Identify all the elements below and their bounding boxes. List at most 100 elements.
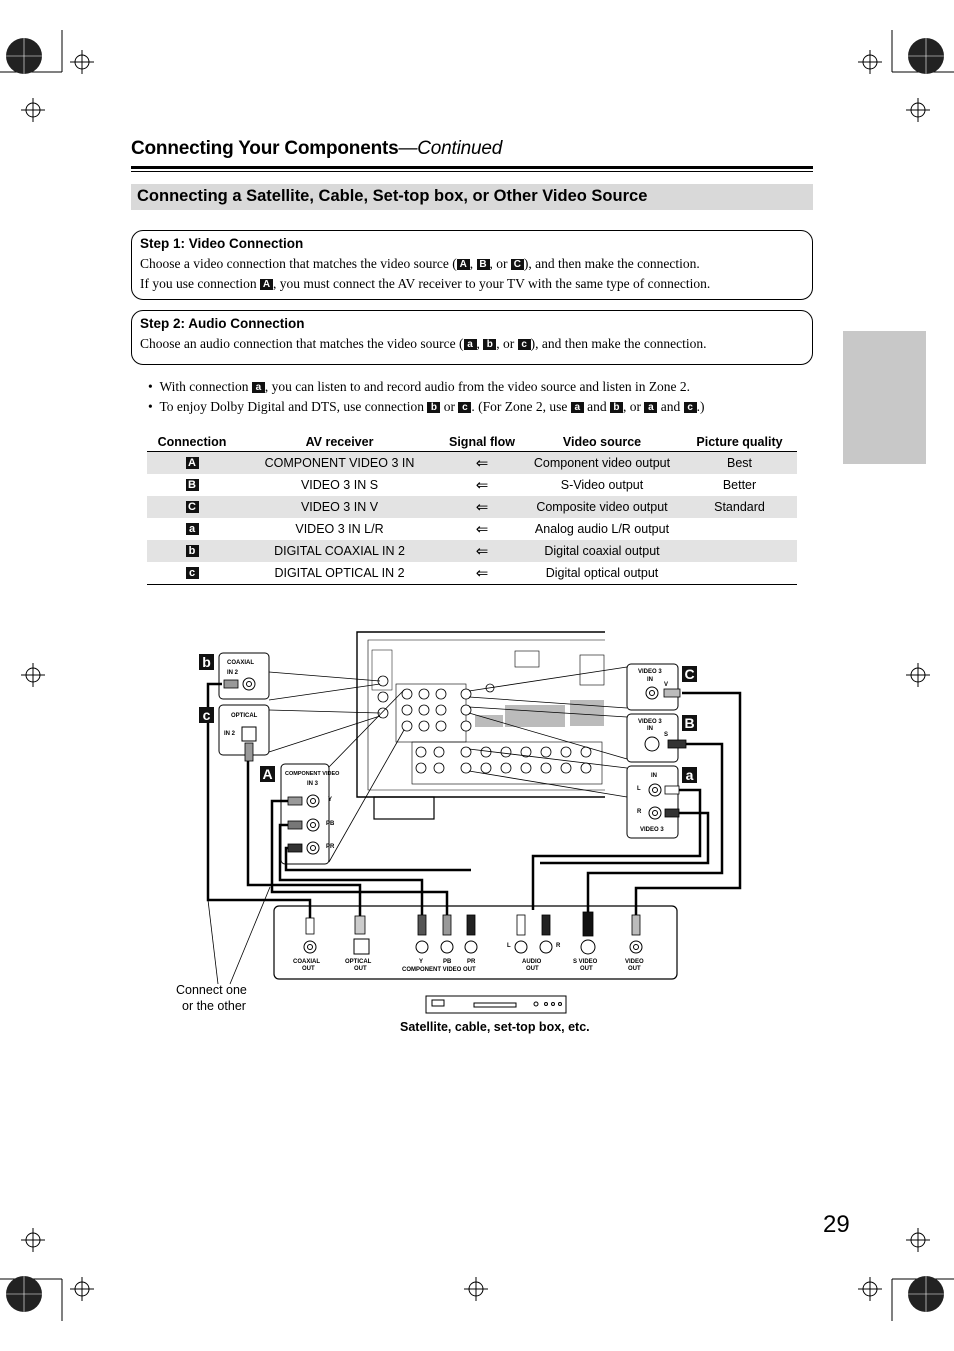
label-in2-optical: IN 2 — [224, 731, 236, 737]
source-jacks — [303, 938, 643, 955]
table-cell — [682, 540, 797, 562]
label-coaxial: COAXIAL — [227, 660, 254, 666]
cables — [206, 682, 742, 930]
label-out-optical: OPTICAL — [345, 959, 372, 965]
page-header-continued: —Continued — [398, 138, 503, 159]
label-out-optical-out: OUT — [354, 966, 367, 972]
label-out-pb: PB — [443, 959, 452, 965]
text-run: If you use connection — [140, 276, 260, 291]
label-out-svideo: S VIDEO — [573, 959, 598, 965]
label-pb: PB — [326, 821, 335, 827]
text-run: , — [469, 256, 477, 271]
label-out-coaxial: COAXIAL — [293, 959, 320, 965]
text-run: ), and then make the connection. — [530, 336, 707, 351]
label-video3-v: VIDEO 3 — [638, 669, 662, 675]
table-cell: Digital coaxial output — [522, 540, 682, 562]
label-r: R — [637, 809, 642, 815]
table-row: A COMPONENT VIDEO 3 IN⇐ Component video … — [147, 451, 797, 474]
table-cell: a — [147, 518, 237, 540]
table-cell: DIGITAL OPTICAL IN 2 — [237, 562, 442, 585]
label-y: Y — [328, 797, 333, 803]
connection-key: c — [185, 567, 199, 579]
diagram-key-b: b — [199, 654, 214, 670]
table-cell: ⇐ — [442, 496, 522, 518]
key-a: a — [644, 402, 658, 413]
text-run: , or — [496, 336, 518, 351]
step1-line2: If you use connection A, you must connec… — [140, 276, 710, 292]
page-header-title: Connecting Your Components—Continued — [131, 138, 502, 160]
label-out-l: L — [507, 943, 511, 949]
label-out-pr: PR — [467, 959, 476, 965]
leader-lines — [268, 666, 628, 863]
label-out-audio-out: OUT — [526, 966, 539, 972]
label-out-y: Y — [419, 959, 424, 965]
text-run: To enjoy Dolby Digital and DTS, use conn… — [159, 399, 428, 414]
label-v: V — [664, 682, 669, 688]
header-rule — [131, 166, 813, 169]
text-run: . (For Zone 2, use — [471, 399, 571, 414]
label-in3: IN 3 — [307, 781, 319, 787]
bullet-zone2: • With connection a, you can listen to a… — [148, 379, 691, 394]
label-out-svideo-out: OUT — [580, 966, 593, 972]
connection-key: b — [185, 545, 199, 557]
th-picture-quality: Picture quality — [682, 432, 797, 452]
step2-box — [131, 310, 813, 365]
label-component-video: COMPONENT VIDEO — [285, 771, 340, 777]
label-pr: PR — [326, 844, 335, 850]
table-cell: Better — [722, 478, 757, 492]
table-cell: ⇐ — [442, 451, 522, 474]
label-video3-s: VIDEO 3 — [638, 719, 662, 725]
diagram-key-C: C — [682, 666, 697, 682]
label-out-r: R — [556, 943, 561, 949]
text-run: Connecting Your Components — [131, 138, 399, 159]
label-out-video-out: OUT — [628, 966, 641, 972]
step2-line1: Choose an audio connection that matches … — [140, 336, 706, 352]
table-cell: Analog audio L/R output — [534, 522, 670, 536]
label-in-audio: IN — [651, 773, 657, 779]
connection-key: C — [185, 501, 199, 513]
text-run: , you can listen to and record audio fro… — [264, 379, 691, 394]
key-A: A — [259, 279, 273, 290]
th-signal-flow: Signal flow — [442, 432, 522, 452]
callout-jacks — [241, 677, 662, 855]
text-run: or — [440, 399, 459, 414]
table-cell — [682, 562, 797, 585]
text-run: and — [583, 399, 610, 414]
table-cell: Composite video output — [522, 496, 682, 518]
chapter-tab — [843, 331, 926, 464]
bullet-dolby: • To enjoy Dolby Digital and DTS, use co… — [148, 399, 705, 414]
key-c: c — [517, 339, 531, 350]
page-number: 29 — [823, 1211, 850, 1238]
diagram-key-B: B — [682, 715, 697, 731]
table-cell: Standard — [682, 496, 797, 518]
connect-one-note-2: or the other — [182, 999, 246, 1013]
label-optical: OPTICAL — [231, 713, 258, 719]
table-cell: B — [147, 474, 237, 496]
table-cell: VIDEO 3 IN S — [300, 478, 379, 492]
label-out-video: VIDEO — [625, 959, 644, 965]
callout-boxes — [218, 652, 679, 865]
text-run: , — [476, 336, 484, 351]
key-A: A — [456, 259, 470, 270]
text-run: Choose a video connection that matches t… — [140, 256, 457, 271]
th-av-receiver: AV receiver — [237, 432, 442, 452]
connection-key: B — [185, 479, 199, 491]
label-out-component: COMPONENT VIDEO OUT — [402, 967, 476, 973]
key-B: B — [476, 259, 490, 270]
connection-key: A — [185, 457, 199, 469]
table-cell: ⇐ — [475, 521, 489, 538]
table-cell: C — [147, 496, 237, 518]
section-title-bar — [131, 184, 813, 210]
table-cell: Digital optical output — [522, 562, 682, 585]
text-run: , or — [489, 256, 511, 271]
text-run: ), and then make the connection. — [523, 256, 700, 271]
step1-line1: Choose a video connection that matches t… — [140, 256, 700, 272]
table-cell: VIDEO 3 IN V — [237, 496, 442, 518]
connect-one-note-1: Connect one — [176, 983, 247, 997]
table-cell: c — [147, 562, 237, 585]
diagram-key-c: c — [199, 707, 214, 723]
